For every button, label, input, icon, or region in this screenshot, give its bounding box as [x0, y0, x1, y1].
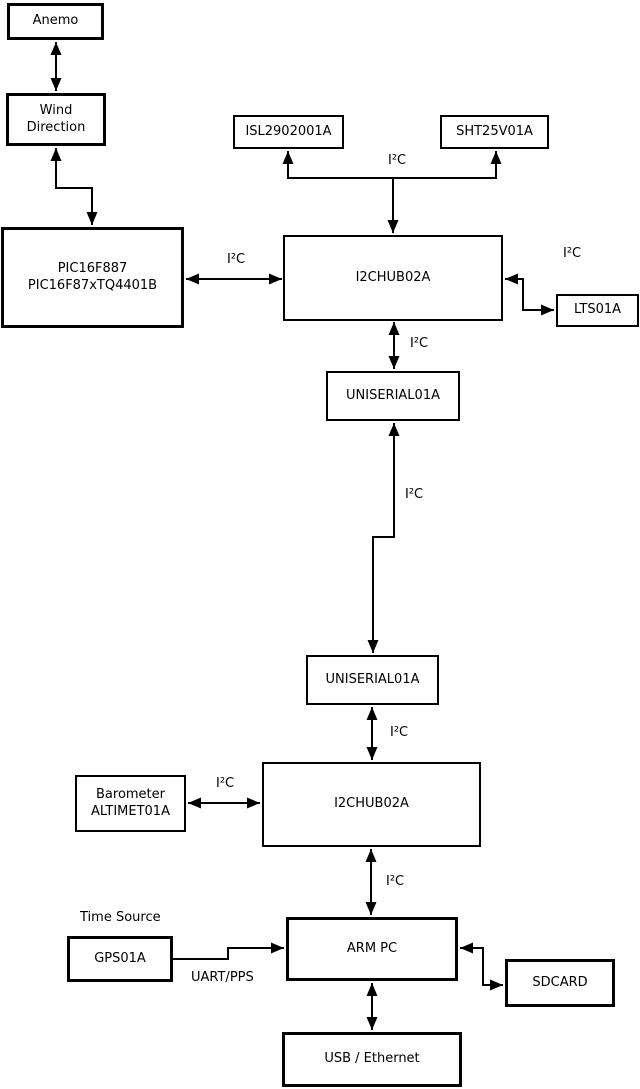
node-isl-light-sensor: ISL2902001A — [233, 115, 344, 149]
edge-label-i2c-pic-hub1: I²C — [227, 252, 246, 267]
node-label: Direction — [26, 119, 86, 135]
connector-gps-armpc — [173, 942, 284, 960]
edge-label-uart-pps: UART/PPS — [191, 970, 254, 985]
node-gps: GPS01A — [67, 936, 173, 982]
node-label: ARM PC — [346, 940, 398, 956]
label-time-source: Time Source — [80, 910, 161, 925]
node-i2c-hub-1: I2CHUB02A — [283, 235, 503, 321]
node-label: SHT25V01A — [456, 123, 533, 139]
edge-label-i2c-barometer-hub2: I²C — [216, 776, 235, 791]
edge-label-i2c-uniserial2-hub2: I²C — [390, 725, 409, 740]
node-label: Wind — [39, 102, 73, 118]
node-label: I2CHUB02A — [355, 269, 431, 285]
node-anemo: Anemo — [7, 3, 104, 40]
node-wind-direction: Wind Direction — [6, 93, 106, 146]
node-label: PIC16F87xTQ4401B — [27, 277, 158, 293]
node-label: Barometer — [96, 786, 165, 802]
node-usb-ethernet: USB / Ethernet — [282, 1032, 462, 1087]
node-label: UNISERIAL01A — [346, 387, 440, 403]
node-label: Anemo — [32, 13, 79, 29]
edge-label-i2c-uniserial-link: I²C — [405, 487, 424, 502]
edge-label-i2c-tee: I²C — [388, 153, 407, 168]
edge-label-i2c-hub2-armpc: I²C — [386, 874, 405, 889]
node-arm-pc: ARM PC — [286, 917, 458, 981]
connector-uniserial1-uniserial2 — [367, 423, 400, 653]
node-label: PIC16F887 — [57, 260, 128, 276]
edge-label-i2c-hub1-lts: I²C — [563, 246, 582, 261]
node-sht-humidity-sensor: SHT25V01A — [440, 115, 549, 149]
node-pic-mcu: PIC16F887 PIC16F87xTQ4401B — [1, 227, 184, 328]
node-label: ISL2902001A — [245, 123, 332, 139]
node-sdcard: SDCARD — [505, 959, 615, 1007]
node-label: ALTIMET01A — [91, 803, 170, 819]
node-label: SDCARD — [532, 974, 588, 990]
node-label: GPS01A — [94, 950, 146, 966]
edge-label-i2c-hub1-uniserial1: I²C — [410, 336, 429, 351]
connector-wind-pic — [50, 148, 98, 225]
node-lts-temp-sensor: LTS01A — [556, 294, 639, 327]
node-i2c-hub-2: I2CHUB02A — [262, 762, 481, 847]
node-label: UNISERIAL01A — [325, 671, 420, 687]
node-barometer: Barometer ALTIMET01A — [75, 775, 186, 832]
node-label: I2CHUB02A — [334, 796, 409, 812]
node-label: USB / Ethernet — [324, 1051, 420, 1067]
connector-armpc-sdcard — [460, 942, 503, 991]
node-uniserial-1: UNISERIAL01A — [326, 371, 460, 421]
node-uniserial-2: UNISERIAL01A — [306, 655, 439, 705]
connector-hub1-lts — [505, 273, 554, 316]
node-label: LTS01A — [573, 302, 622, 318]
